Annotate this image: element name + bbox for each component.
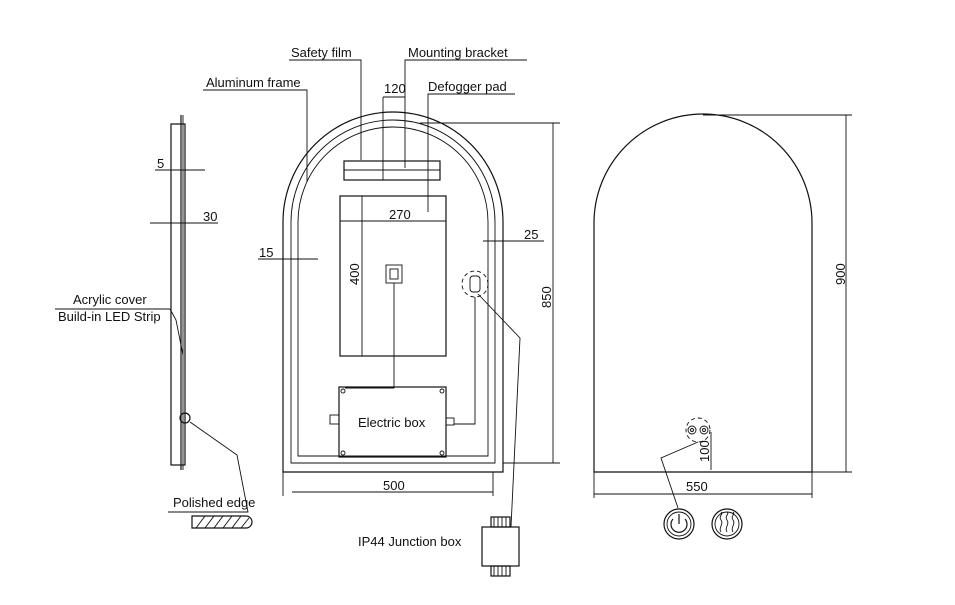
aluminum-frame-label: Aluminum frame bbox=[206, 75, 301, 90]
electric-box-label: Electric box bbox=[358, 415, 426, 430]
back-outer-outline bbox=[282, 111, 504, 473]
dim-5: 5 bbox=[157, 156, 164, 171]
defogger-icon bbox=[711, 508, 743, 540]
front-outline bbox=[593, 113, 813, 473]
side-view: 5 30 Acrylic cover Build-in LED Strip Po… bbox=[55, 115, 255, 529]
switch-wire bbox=[454, 297, 476, 425]
dim-900: 900 bbox=[833, 263, 848, 285]
back-view: 270 400 Electric box 15 25 120 850 bbox=[203, 45, 560, 528]
polished-edge-hatch bbox=[191, 515, 253, 529]
back-connector-ring bbox=[461, 270, 489, 298]
dim-400: 400 bbox=[347, 263, 362, 285]
led-strip-label: Build-in LED Strip bbox=[58, 309, 161, 324]
mounting-bracket-label: Mounting bracket bbox=[408, 45, 508, 60]
polished-edge-label: Polished edge bbox=[173, 495, 255, 510]
dim-25: 25 bbox=[524, 227, 538, 242]
dim-100: 100 bbox=[697, 440, 712, 462]
dim-500: 500 bbox=[383, 478, 405, 493]
aluminum-frame-outline bbox=[290, 119, 496, 464]
front-view: 100 900 550 bbox=[593, 113, 852, 540]
ip44-junction-box: IP44 Junction box bbox=[358, 516, 520, 577]
acrylic-cover-label: Acrylic cover bbox=[73, 292, 147, 307]
dim-120: 120 bbox=[384, 81, 406, 96]
safety-film-label: Safety film bbox=[291, 45, 352, 60]
dim-270: 270 bbox=[389, 207, 411, 222]
power-icon bbox=[663, 508, 695, 540]
polished-edge-marker bbox=[179, 412, 191, 424]
dim-850: 850 bbox=[539, 286, 554, 308]
defogger-connector bbox=[385, 264, 403, 284]
dim-550: 550 bbox=[686, 479, 708, 494]
dim-30: 30 bbox=[203, 209, 217, 224]
defogger-pad-label: Defogger pad bbox=[428, 79, 507, 94]
junction-box-label: IP44 Junction box bbox=[358, 534, 462, 549]
defogger-pad bbox=[339, 195, 447, 357]
pad-wire bbox=[345, 283, 395, 389]
back-connector bbox=[469, 275, 481, 293]
mounting-bracket bbox=[343, 160, 441, 181]
dim-15: 15 bbox=[259, 245, 273, 260]
touch-switch-ring bbox=[685, 417, 711, 443]
